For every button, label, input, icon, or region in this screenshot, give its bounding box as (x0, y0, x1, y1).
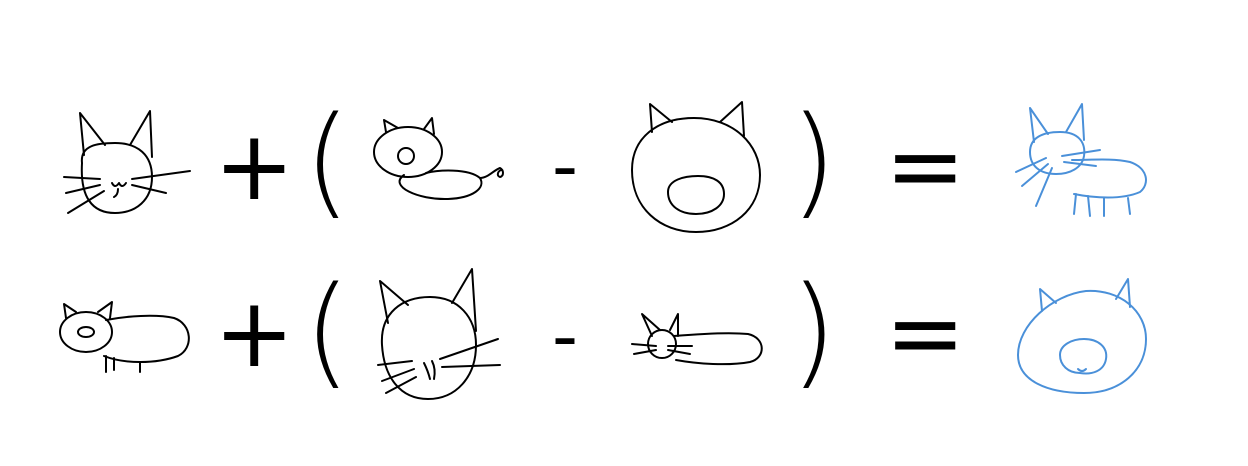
pig-body-icon (59, 301, 190, 373)
open-parenthesis: ( (304, 262, 351, 401)
plus-sign: + (214, 277, 295, 389)
pig-body-icon (373, 117, 504, 201)
open-parenthesis: ( (304, 92, 351, 231)
equals-sign: = (885, 110, 966, 222)
pig-face-icon (631, 101, 761, 233)
close-parenthesis: ) (790, 262, 837, 401)
close-parenthesis: ) (790, 92, 837, 231)
cat-body-icon (631, 313, 763, 366)
pig-face-result-icon (1017, 278, 1147, 394)
cat-face-icon (63, 110, 191, 214)
minus-sign: - (552, 294, 578, 378)
minus-sign: - (552, 124, 578, 208)
equals-sign: = (885, 277, 966, 389)
plus-sign: + (214, 110, 295, 222)
cat-body-result-icon (1015, 103, 1147, 217)
cat-face-icon (377, 268, 501, 400)
